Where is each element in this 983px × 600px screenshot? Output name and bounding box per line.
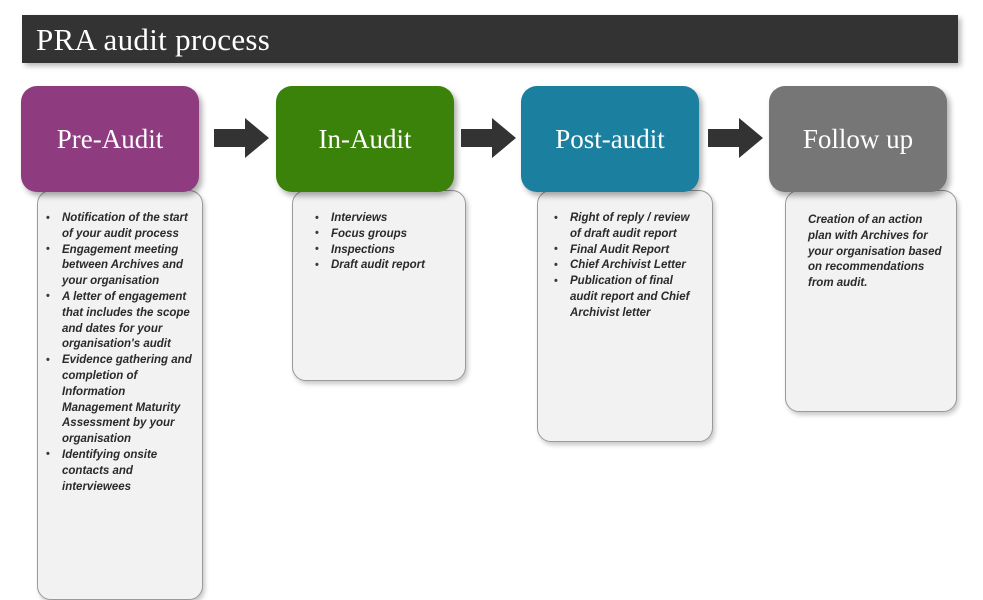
arrow-right-icon (214, 117, 270, 159)
list-item: Final Audit Report (552, 242, 702, 259)
stage-pre-audit-label: Pre-Audit (56, 123, 164, 154)
stage-in-audit-header[interactable]: In-Audit (276, 86, 454, 192)
stage-in-audit-panel: Interviews Focus groups Inspections Draf… (292, 190, 466, 381)
stage-pre-audit-bullet-list: Notification of the start of your audit … (44, 211, 192, 495)
stage-follow-up-panel: Creation of an action plan with Archives… (785, 190, 957, 412)
list-item: Chief Archivist Letter (552, 258, 702, 274)
list-item: Focus groups (313, 226, 455, 243)
list-item: Engagement meeting between Archives and … (44, 242, 192, 290)
page-title-banner: PRA audit process (22, 15, 958, 63)
list-item: Identifying onsite contacts and intervie… (44, 447, 192, 495)
stage-pre-audit-header[interactable]: Pre-Audit (21, 86, 199, 192)
page-title: PRA audit process (36, 21, 271, 57)
list-item: Notification of the start of your audit … (44, 211, 192, 243)
stage-post-audit-bullet-list: Right of reply / review of draft audit r… (552, 211, 702, 322)
list-item: Publication of final audit report and Ch… (552, 274, 702, 321)
stage-post-audit-label: Post-audit (555, 123, 665, 154)
stage-post-audit-panel: Right of reply / review of draft audit r… (537, 190, 713, 442)
stage-in-audit-bullet-list: Interviews Focus groups Inspections Draf… (313, 211, 455, 274)
list-item: A letter of engagement that includes the… (44, 289, 192, 353)
arrow-right-icon (708, 117, 764, 159)
list-item: Evidence gathering and completion of Inf… (44, 353, 192, 448)
stage-in-audit-label: In-Audit (318, 123, 412, 154)
stage-follow-up-label: Follow up (802, 123, 914, 154)
list-item: Inspections (313, 242, 455, 259)
list-item: Draft audit report (313, 258, 455, 274)
stage-follow-up-header[interactable]: Follow up (769, 86, 947, 192)
arrow-right-icon (461, 117, 517, 159)
stage-follow-up-paragraph: Creation of an action plan with Archives… (808, 214, 942, 290)
stage-post-audit-header[interactable]: Post-audit (521, 86, 699, 192)
list-item: Right of reply / review of draft audit r… (552, 211, 702, 243)
list-item: Interviews (313, 211, 455, 227)
stage-pre-audit-panel: Notification of the start of your audit … (37, 190, 203, 600)
